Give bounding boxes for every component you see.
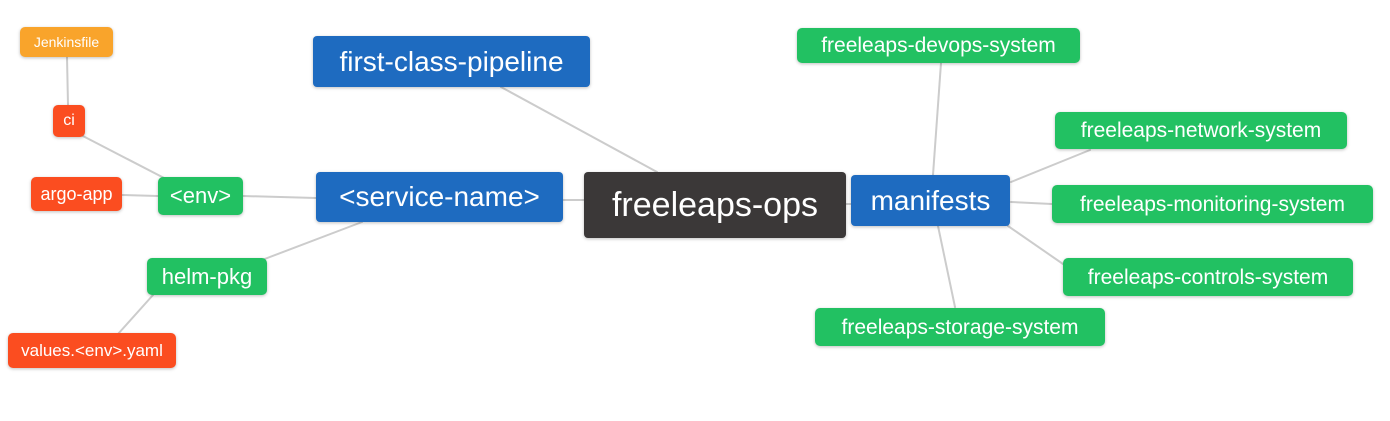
node-freeleaps-monitoring-system[interactable]: freeleaps-monitoring-system <box>1052 185 1373 223</box>
edge-argoapp-env <box>121 194 159 197</box>
edge-env-servicename <box>242 195 317 199</box>
node-ci[interactable]: ci <box>53 105 85 137</box>
node-freeleaps-controls-system[interactable]: freeleaps-controls-system <box>1063 258 1353 296</box>
edge-helmpkg-servicename <box>261 221 363 261</box>
edge-jenkinsfile-ci <box>66 56 69 106</box>
edge-values-helmpkg <box>117 294 154 335</box>
node-freeleaps-network-system[interactable]: freeleaps-network-system <box>1055 112 1347 149</box>
edge-manifests-controls <box>1007 225 1064 265</box>
node-env[interactable]: <env> <box>158 177 243 215</box>
node-freeleaps-ops[interactable]: freeleaps-ops <box>584 172 846 238</box>
node-freeleaps-devops-system[interactable]: freeleaps-devops-system <box>797 28 1080 63</box>
node-freeleaps-storage-system[interactable]: freeleaps-storage-system <box>815 308 1105 346</box>
edge-ci-env <box>80 134 167 180</box>
edge-manifests-network <box>1010 149 1091 183</box>
node-values-env-yaml[interactable]: values.<env>.yaml <box>8 333 176 368</box>
node-jenkinsfile[interactable]: Jenkinsfile <box>20 27 113 57</box>
edge-manifests-storage <box>937 225 956 308</box>
node-first-class-pipeline[interactable]: first-class-pipeline <box>313 36 590 87</box>
node-argo-app[interactable]: argo-app <box>31 177 122 211</box>
edge-pipeline-ops <box>500 86 658 173</box>
edge-manifests-monitoring <box>1010 201 1053 205</box>
node-helm-pkg[interactable]: helm-pkg <box>147 258 267 295</box>
node-service-name[interactable]: <service-name> <box>316 172 563 222</box>
node-manifests[interactable]: manifests <box>851 175 1010 226</box>
edge-manifests-devops <box>932 62 942 176</box>
